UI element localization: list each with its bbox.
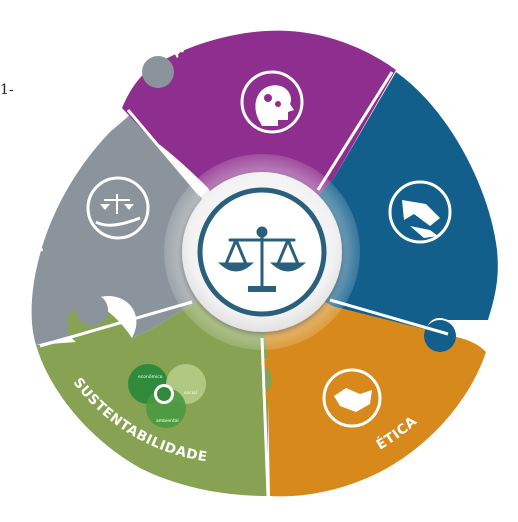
head-gears-icon xyxy=(240,70,304,134)
segment-aprendizagem xyxy=(122,30,396,264)
segment-seams xyxy=(39,71,449,497)
hand-scales-icon xyxy=(86,176,150,240)
knob-top-left xyxy=(142,56,174,88)
hands-icon xyxy=(388,180,452,244)
badge-economico: econômico xyxy=(138,373,163,380)
handshake-icon xyxy=(322,368,382,428)
clipped-side-text: 1- xyxy=(0,82,14,98)
knob-bottom xyxy=(240,364,272,396)
scales-of-justice-icon xyxy=(217,226,307,292)
badge-social: social xyxy=(184,390,197,396)
knob-right xyxy=(424,320,456,352)
badge-ambiental: ambiental xyxy=(156,418,179,424)
sustainability-venn-icon: econômico social ambiental xyxy=(128,364,206,428)
knob-bottom-left xyxy=(76,294,108,326)
